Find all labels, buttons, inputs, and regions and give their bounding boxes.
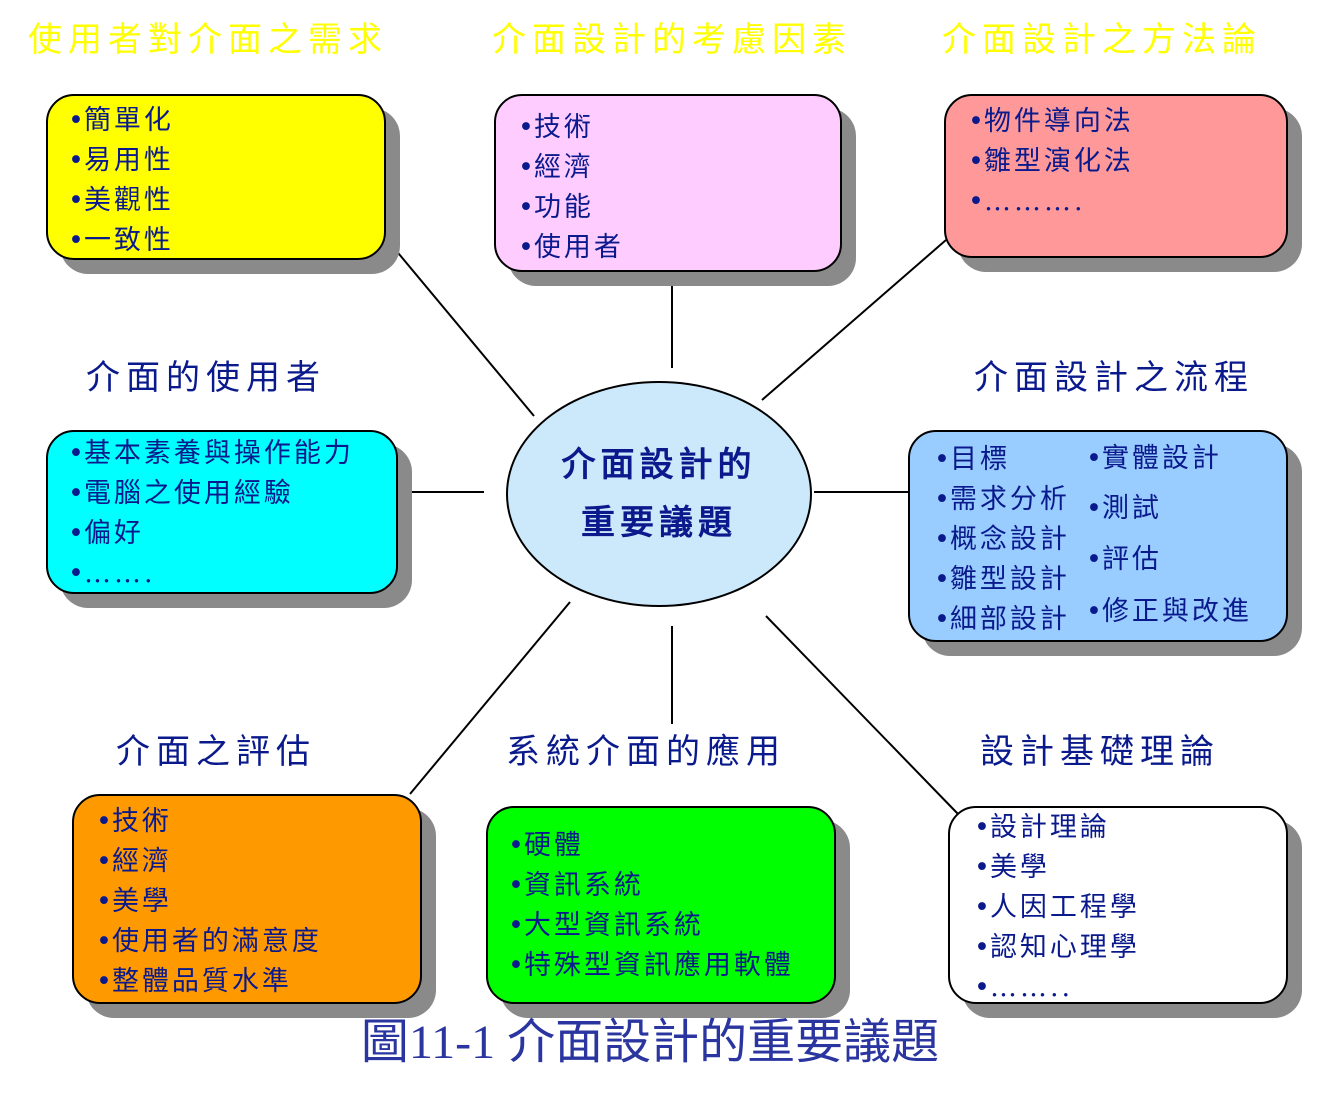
list-item: 雛型演化法 (968, 142, 1286, 182)
box-methodology: 物件導向法 雛型演化法 ………. (944, 94, 1288, 258)
title-design-factors: 介面設計的考慮因素 (492, 20, 852, 60)
title-theory: 設計基礎理論 (980, 732, 1220, 772)
list-item: 硬體 (508, 826, 834, 866)
list-item: 一致性 (68, 221, 384, 261)
box-applications: 硬體 資訊系統 大型資訊系統 特殊型資訊應用軟體 (486, 806, 836, 1004)
list-item: 物件導向法 (968, 102, 1286, 142)
list-item: 細部設計 (934, 600, 1070, 640)
list-item: 實體設計 (1086, 434, 1252, 484)
list-item: 美觀性 (68, 181, 384, 221)
central-topic-line2: 重要議題 (581, 503, 737, 543)
list-item: 經濟 (518, 148, 840, 188)
list-item: 基本素養與操作能力 (68, 434, 396, 474)
list-item: 偏好 (68, 514, 396, 554)
link-evaluation (409, 601, 571, 795)
box-users: 基本素養與操作能力 電腦之使用經驗 偏好 ……. (46, 430, 398, 594)
list-item: ………. (968, 182, 1286, 222)
list-item: 經濟 (96, 842, 420, 882)
title-evaluation: 介面之評估 (116, 732, 316, 772)
list-item: 使用者的滿意度 (96, 922, 420, 962)
box-theory: 設計理論 美學 人因工程學 認知心理學 …….. (948, 806, 1288, 1004)
list-item: 資訊系統 (508, 866, 834, 906)
list-item: 認知心理學 (974, 928, 1286, 968)
list-item: 測試 (1086, 484, 1252, 534)
list-item: 技術 (518, 108, 840, 148)
list-item: 雛型設計 (934, 560, 1070, 600)
central-topic-line1: 介面設計的 (561, 445, 757, 485)
list-item: 簡單化 (68, 101, 384, 141)
list-item: 整體品質水準 (96, 962, 420, 1002)
list-item: 需求分析 (934, 480, 1070, 520)
list-item: 美學 (96, 882, 420, 922)
list-item: 易用性 (68, 141, 384, 181)
list-item: 特殊型資訊應用軟體 (508, 946, 834, 986)
list-item: 概念設計 (934, 520, 1070, 560)
list-item: 評估 (1086, 534, 1252, 586)
box-process: 目標 需求分析 概念設計 雛型設計 細部設計 實體設計 測試 評估 修正與改進 (908, 430, 1288, 642)
list-item: 功能 (518, 188, 840, 228)
title-user-needs: 使用者對介面之需求 (28, 20, 388, 60)
box-design-factors: 技術 經濟 功能 使用者 (494, 94, 842, 272)
list-item: 設計理論 (974, 808, 1286, 848)
list-item: 修正與改進 (1086, 586, 1252, 638)
central-topic: 介面設計的 重要議題 (506, 381, 812, 607)
figure-caption: 圖11-1 介面設計的重要議題 (360, 1016, 940, 1069)
box-user-needs: 簡單化 易用性 美觀性 一致性 (46, 94, 386, 260)
title-users: 介面的使用者 (86, 358, 326, 398)
title-process: 介面設計之流程 (974, 358, 1254, 398)
list-item: 目標 (934, 440, 1070, 480)
list-item: 美學 (974, 848, 1286, 888)
box-evaluation: 技術 經濟 美學 使用者的滿意度 整體品質水準 (72, 794, 422, 1004)
list-item: 人因工程學 (974, 888, 1286, 928)
link-user-needs (383, 235, 535, 417)
link-methodology (761, 239, 947, 401)
title-methodology: 介面設計之方法論 (942, 20, 1262, 60)
list-item: …….. (974, 968, 1286, 1008)
list-item: 大型資訊系統 (508, 906, 834, 946)
list-item: ……. (68, 554, 396, 594)
list-item: 技術 (96, 802, 420, 842)
list-item: 電腦之使用經驗 (68, 474, 396, 514)
link-theory (765, 615, 959, 815)
list-item: 使用者 (518, 228, 840, 268)
title-applications: 系統介面的應用 (506, 732, 786, 772)
